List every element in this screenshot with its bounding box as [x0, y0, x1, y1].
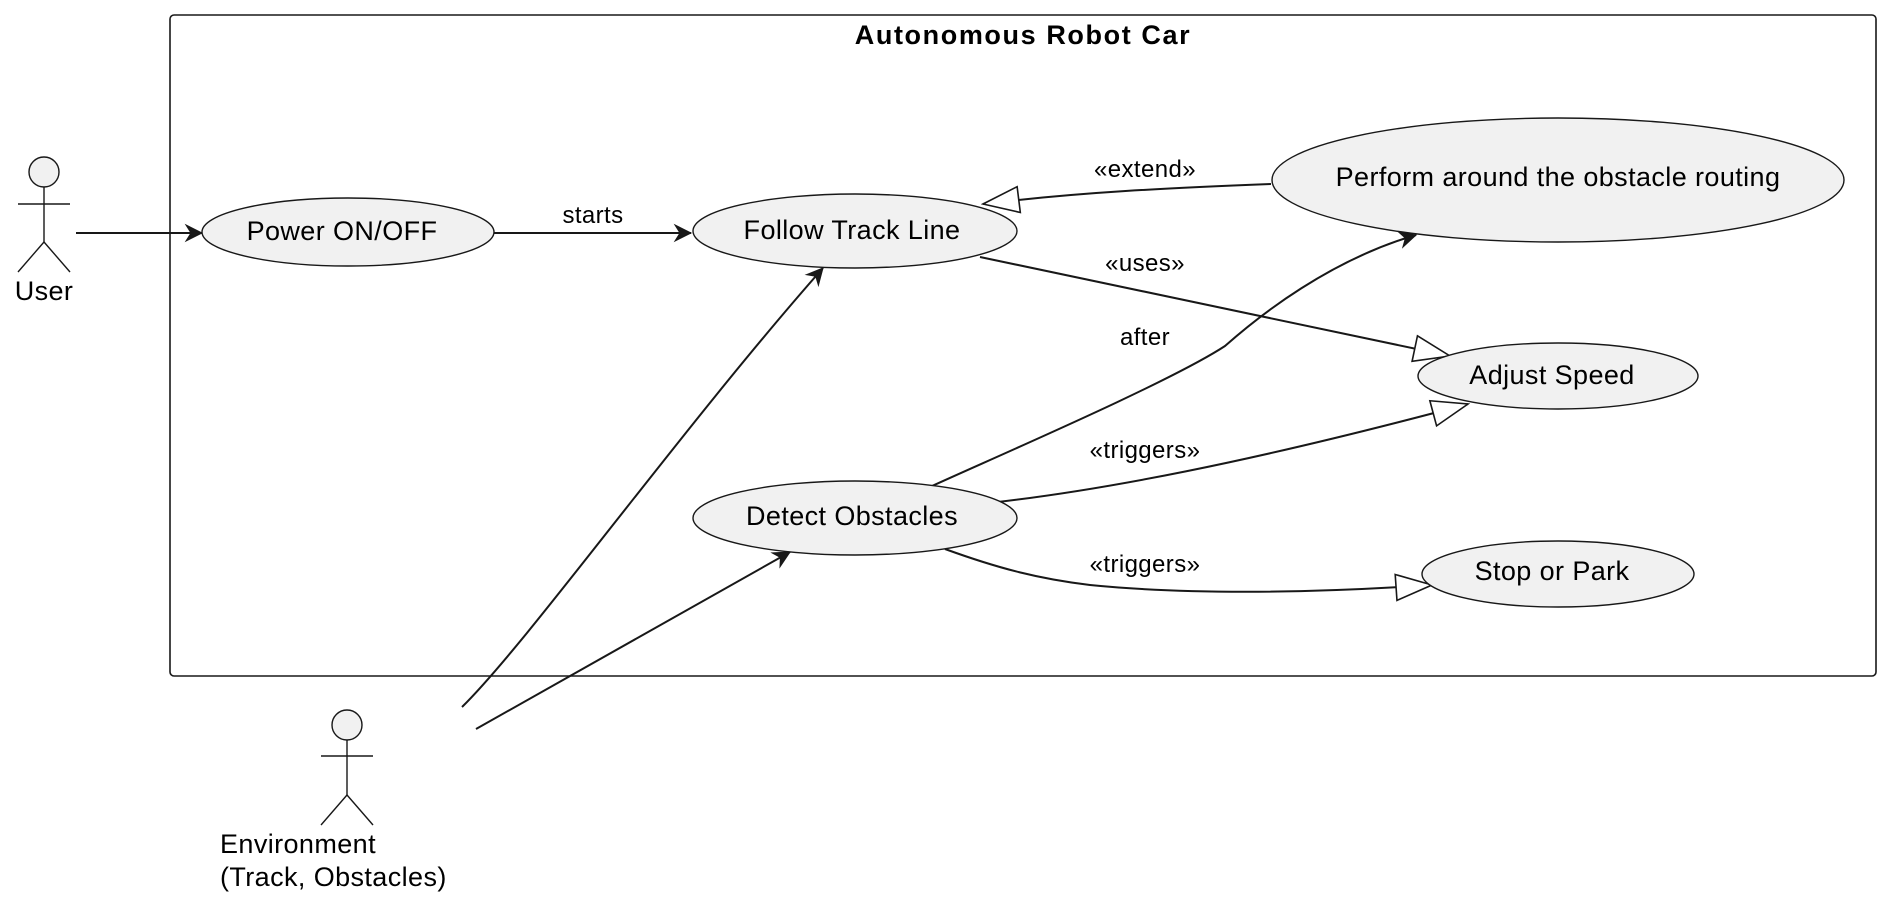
actor-user[interactable]: User	[15, 156, 74, 306]
edge-detect-stop	[944, 548, 1432, 592]
use-case-power[interactable]: Power ON/OFF	[201, 197, 495, 267]
edge-label-uses: «uses»	[1105, 250, 1185, 277]
edge-env-detect	[475, 551, 791, 730]
edge-label-extend: «extend»	[1094, 156, 1196, 183]
edge-routing-follow	[983, 183, 1272, 204]
use-case-detect-obstacles[interactable]: Detect Obstacles	[692, 480, 1018, 556]
use-case-adjust-speed[interactable]: Adjust Speed	[1417, 342, 1699, 410]
edge-detect-routing	[931, 230, 1418, 487]
actor-environment-label-line1: Environment	[220, 829, 376, 859]
system-title: Autonomous Robot Car	[855, 20, 1191, 50]
edge-follow-adjust	[979, 256, 1450, 356]
use-case-obstacle-routing[interactable]: Perform around the obstacle routing	[1271, 117, 1845, 243]
edge-label-triggers-adjust: «triggers»	[1090, 437, 1201, 464]
actor-environment-label-line2: (Track, Obstacles)	[220, 862, 447, 892]
edge-label-starts: starts	[562, 202, 623, 229]
use-case-power-label: Power ON/OFF	[247, 216, 438, 246]
edge-label-after: after	[1120, 324, 1170, 351]
use-case-follow-label: Follow Track Line	[744, 215, 961, 245]
use-case-stop-or-park[interactable]: Stop or Park	[1421, 540, 1695, 608]
use-case-detect-label: Detect Obstacles	[746, 501, 958, 531]
use-case-adjust-label: Adjust Speed	[1469, 360, 1634, 390]
actor-user-label: User	[15, 276, 74, 306]
edge-env-follow	[461, 267, 824, 708]
use-case-routing-label: Perform around the obstacle routing	[1336, 162, 1781, 192]
actor-environment[interactable]: Environment (Track, Obstacles)	[220, 709, 447, 892]
use-case-follow-track-line[interactable]: Follow Track Line	[692, 193, 1018, 269]
edge-detect-adjust	[997, 404, 1468, 503]
edge-label-triggers-stop: «triggers»	[1090, 551, 1201, 578]
use-case-stop-label: Stop or Park	[1475, 556, 1630, 586]
